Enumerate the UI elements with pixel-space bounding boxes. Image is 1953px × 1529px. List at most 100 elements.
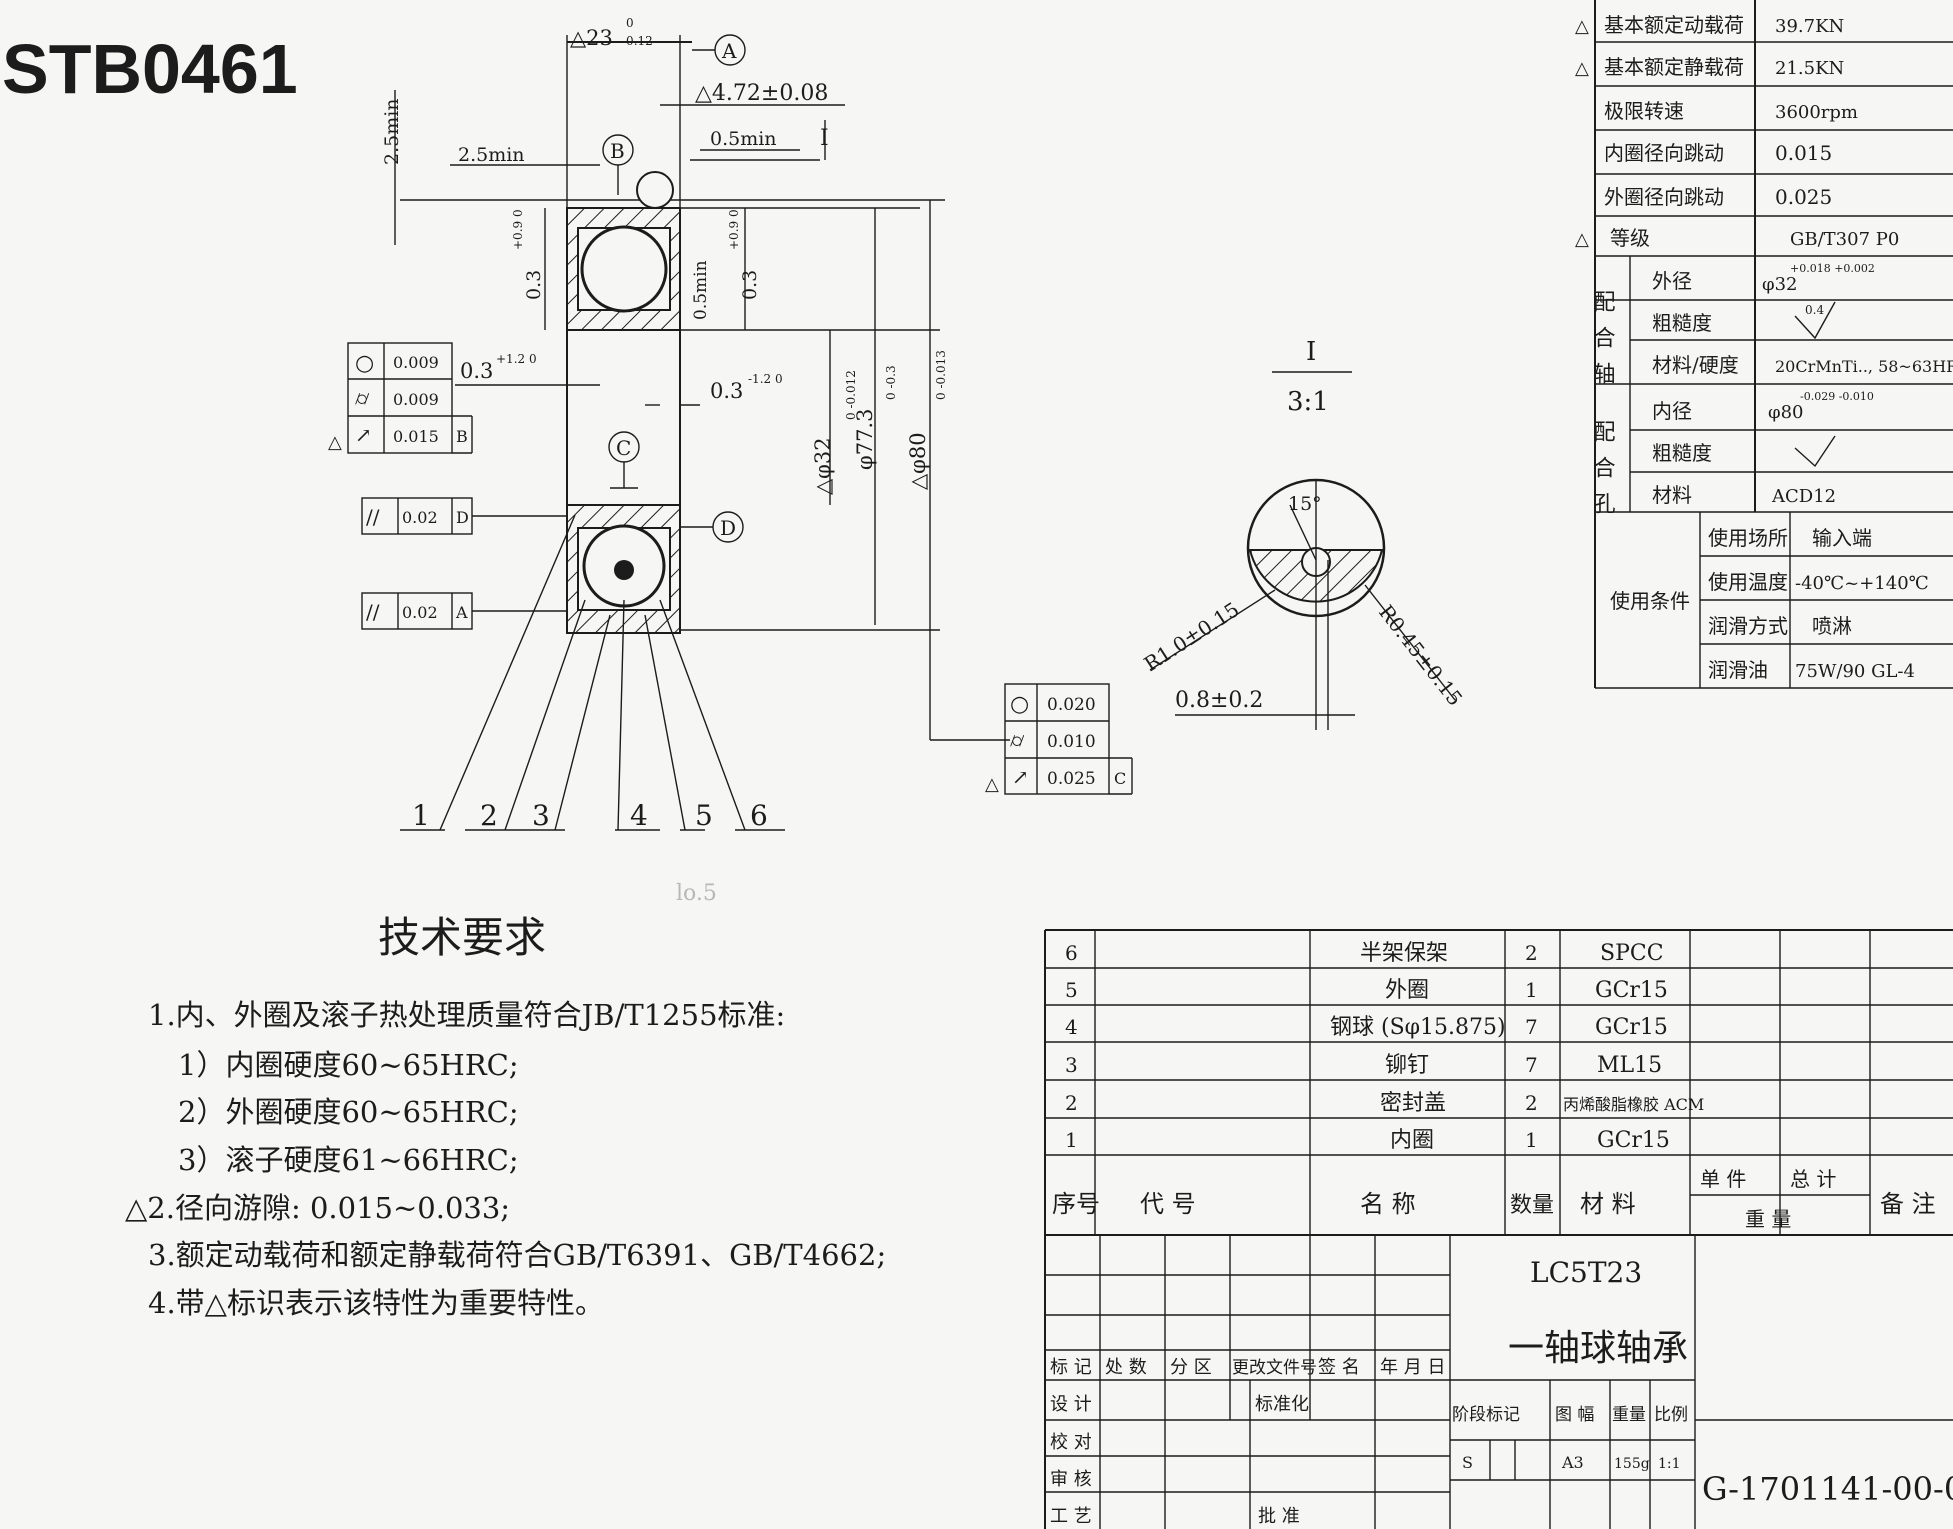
svg-text:B: B	[456, 427, 468, 446]
dim-0-3-a: 0.3 +1.2 0	[460, 352, 537, 383]
svg-text:材料: 材料	[1652, 483, 1692, 507]
dim-0-3-right: 0.3 +0.9 0	[727, 209, 761, 300]
svg-text:7: 7	[1525, 1053, 1538, 1077]
svg-text:△: △	[1575, 58, 1589, 79]
svg-text:5: 5	[1065, 978, 1078, 1002]
tolerance-frame-left-a: // 0.02 A	[361, 592, 567, 630]
svg-text:-1.2 0: -1.2 0	[748, 372, 783, 386]
dim-4-72: △4.72±0.08	[695, 81, 828, 106]
svg-text:3: 3	[1065, 1053, 1078, 1077]
drawing-number: G-1701141-00-00	[1702, 1470, 1953, 1508]
svg-text:0: 0	[626, 16, 634, 30]
svg-text:1: 1	[1525, 978, 1538, 1002]
svg-text:φ80: φ80	[1768, 402, 1804, 423]
svg-text:0.4: 0.4	[1805, 303, 1824, 317]
svg-text:0.015: 0.015	[1775, 141, 1832, 165]
svg-text:极限转速: 极限转速	[1604, 99, 1684, 123]
svg-text:标 记: 标 记	[1050, 1357, 1092, 1378]
svg-text:△φ80: △φ80	[906, 432, 930, 490]
dim-0-5min-mid: 0.5min	[691, 260, 711, 320]
svg-text:丙烯酸脂橡胶 ACM: 丙烯酸脂橡胶 ACM	[1563, 1095, 1704, 1114]
svg-text:材料/硬度: 材料/硬度	[1652, 353, 1739, 377]
svg-text:0.3: 0.3	[460, 359, 493, 383]
svg-text:0.009: 0.009	[393, 390, 439, 409]
svg-text:A: A	[455, 603, 468, 622]
balloon-2: 2	[480, 799, 498, 832]
svg-text:4: 4	[1065, 1015, 1078, 1039]
svg-text:等级: 等级	[1610, 226, 1650, 250]
svg-text:D: D	[456, 508, 469, 527]
section-mark-i: I	[820, 126, 829, 151]
dim-0-5min-top: 0.5min	[710, 128, 777, 150]
svg-text:GCr15: GCr15	[1597, 1128, 1670, 1153]
svg-text:0 -0.013: 0 -0.013	[934, 350, 948, 400]
svg-text:△23: △23	[570, 26, 613, 50]
svg-text:2）外圈硬度60~65HRC;: 2）外圈硬度60~65HRC;	[178, 1095, 519, 1129]
svg-text:0.02: 0.02	[402, 508, 438, 527]
balloon-4: 4	[630, 799, 648, 832]
fit-shaft-group: 配合轴	[1590, 290, 1616, 398]
dim-width-23: △23 0 -0.12	[570, 16, 653, 50]
svg-text:○: ○	[1010, 692, 1029, 717]
svg-text:⌭: ⌭	[355, 386, 370, 410]
dim-2-5min-vertical: 2.5min	[381, 98, 403, 165]
datum-c: C	[616, 436, 631, 460]
svg-text:钢球 (Sφ15.875): 钢球 (Sφ15.875)	[1330, 1015, 1506, 1040]
part-balloons: 1 2 3 4 5 6	[400, 514, 785, 832]
svg-text:GCr15: GCr15	[1595, 978, 1668, 1003]
svg-text:6: 6	[1065, 941, 1078, 965]
svg-text:GCr15: GCr15	[1595, 1015, 1668, 1040]
svg-text:工 艺: 工 艺	[1050, 1506, 1092, 1527]
svg-text:0.3: 0.3	[710, 379, 743, 403]
svg-text:0.3: 0.3	[739, 270, 761, 300]
svg-text:粗糙度: 粗糙度	[1652, 311, 1712, 335]
svg-text:基本额定动载荷: 基本额定动载荷	[1604, 13, 1744, 37]
tolerance-frame-bottom: ○ 0.020 ⌭ 0.010 △ ↗ 0.025 C	[985, 683, 1133, 795]
svg-text:代 号: 代 号	[1140, 1190, 1196, 1218]
svg-text:0 -0.012: 0 -0.012	[844, 370, 858, 420]
svg-text:1: 1	[1065, 1128, 1078, 1152]
svg-text:1）内圈硬度60~65HRC;: 1）内圈硬度60~65HRC;	[178, 1048, 519, 1082]
dim-dia-77: φ77.3 0 -0.3	[853, 365, 898, 470]
dim-dia-80: △φ80 0 -0.013	[906, 350, 948, 490]
svg-text:0 -0.3: 0 -0.3	[884, 365, 898, 400]
svg-text:2: 2	[1525, 1091, 1538, 1115]
svg-text:校 对: 校 对	[1050, 1432, 1092, 1453]
svg-text:-0.029 -0.010: -0.029 -0.010	[1800, 390, 1874, 403]
svg-text:↗: ↗	[355, 423, 372, 447]
svg-text:更改文件号: 更改文件号	[1232, 1358, 1317, 1378]
svg-text:0.025: 0.025	[1047, 769, 1096, 789]
balloon-6: 6	[750, 799, 768, 832]
svg-text:内圈: 内圈	[1390, 1128, 1434, 1153]
svg-text:75W/90 GL-4: 75W/90 GL-4	[1795, 661, 1915, 682]
svg-text:审 核: 审 核	[1050, 1469, 1092, 1490]
svg-text:喷淋: 喷淋	[1812, 614, 1852, 638]
svg-text:润滑方式: 润滑方式	[1708, 614, 1788, 638]
svg-text:内圈径向跳动: 内圈径向跳动	[1604, 141, 1724, 165]
svg-text:总 计: 总 计	[1790, 1167, 1836, 1191]
svg-text:铆钉: 铆钉	[1385, 1053, 1429, 1078]
svg-text:1:1: 1:1	[1658, 1456, 1681, 1472]
technical-requirements: 技术要求 1.内、外圈及滚子热处理质量符合JB/T1255标准: 1）内圈硬度6…	[125, 913, 886, 1320]
svg-text:重 量: 重 量	[1745, 1207, 1791, 1231]
svg-text:0.020: 0.020	[1047, 695, 1096, 715]
svg-text:3.额定动载荷和额定静载荷符合GB/T6391、GB/T46: 3.额定动载荷和额定静载荷符合GB/T6391、GB/T4662;	[148, 1238, 886, 1272]
svg-text:△φ32: △φ32	[811, 437, 835, 495]
svg-text:0.3: 0.3	[523, 270, 545, 300]
svg-text:↗: ↗	[1012, 765, 1029, 789]
datum-b: B	[610, 139, 625, 163]
svg-text:外圈径向跳动: 外圈径向跳动	[1604, 185, 1724, 209]
svg-text:0.025: 0.025	[1775, 185, 1832, 209]
dim-2-5min-horizontal: 2.5min	[458, 144, 525, 166]
dim-dia-32: △φ32 0 -0.012	[811, 370, 858, 495]
svg-text:比例: 比例	[1654, 1405, 1688, 1425]
svg-text:39.7KN: 39.7KN	[1775, 16, 1844, 37]
svg-text:GB/T307 P0: GB/T307 P0	[1790, 229, 1899, 250]
svg-text:1.内、外圈及滚子热处理质量符合JB/T1255标准:: 1.内、外圈及滚子热处理质量符合JB/T1255标准:	[148, 998, 785, 1032]
sheet-code: STB0461	[2, 30, 298, 108]
svg-text:△: △	[985, 774, 999, 795]
title-block: 标 记 处 数 分 区 更改文件号 签 名 年 月 日 设 计 校 对 审 核 …	[1045, 1235, 1953, 1529]
svg-text:输入端: 输入端	[1812, 526, 1872, 550]
svg-text:S: S	[1462, 1453, 1473, 1472]
